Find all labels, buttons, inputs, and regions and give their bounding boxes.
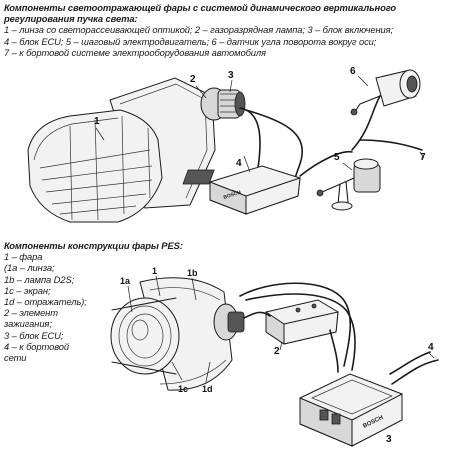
caption-item-line: 1c – экран; — [4, 284, 51, 296]
caption-item-line: зажигания; — [4, 318, 52, 330]
pes-lens — [110, 297, 180, 375]
callout-1a: 1a — [120, 276, 131, 286]
callout-1d: 1d — [202, 384, 213, 394]
pes-ecu-block: BOSCH — [299, 373, 403, 447]
wire — [239, 107, 261, 169]
caption-reflector-headlight: Компоненты светоотражающей фары с систем… — [4, 2, 396, 58]
wire — [329, 329, 339, 373]
callout-2: 2 — [274, 346, 280, 357]
headlight-lens — [27, 109, 163, 223]
wire — [239, 282, 352, 367]
callout-1b: 1b — [187, 268, 198, 278]
wire — [299, 151, 353, 177]
callout-3: 3 — [386, 434, 392, 445]
wire — [351, 95, 381, 151]
caption-item-line: 3 – блок ECU; — [4, 329, 64, 341]
caption-title-line-2: регулирования пучка света: — [4, 13, 138, 25]
ecu-block: BOSCH — [182, 165, 301, 215]
caption-item-line: 2 – элемент — [4, 307, 58, 319]
caption-item-line: 4 – к бортовой — [4, 340, 70, 352]
caption-item-line: 1d – отражатель); — [4, 296, 87, 308]
callout-1: 1 — [152, 266, 158, 276]
caption-title-line-1: Компоненты светоотражающей фары с систем… — [4, 2, 397, 13]
callout-7: 7 — [420, 152, 426, 163]
ignition-element — [265, 299, 339, 345]
caption-pes-headlight: Компоненты конструкции фары PES: 1 – фар… — [4, 240, 183, 363]
callout-4: 4 — [236, 158, 242, 169]
callout-3: 3 — [228, 70, 234, 81]
callout-1: 1 — [94, 116, 100, 127]
wire — [243, 311, 271, 319]
caption-item-line: 4 – блок ECU; 5 – шаговый электродвигате… — [4, 35, 377, 47]
reflector-headlight-assembly — [27, 77, 246, 223]
caption-item-line: сети — [4, 352, 27, 364]
bosch-logo: BOSCH — [223, 189, 242, 200]
callout-6: 6 — [350, 66, 356, 77]
pes-headlight-assembly — [110, 277, 245, 391]
wire — [245, 293, 356, 371]
callout-1c: 1c — [178, 384, 189, 394]
caption-item-line: 1b – лампа D2S; — [4, 273, 75, 285]
wire — [359, 139, 423, 151]
wire — [391, 359, 439, 385]
caption-item-line: 1 – линза со светорассеивающей оптикой; … — [4, 24, 394, 36]
callout-2: 2 — [190, 74, 196, 85]
callout-4: 4 — [428, 342, 434, 353]
caption-item-line: 1 – фара — [4, 251, 43, 263]
wire — [389, 351, 431, 375]
callout-5: 5 — [334, 152, 340, 163]
stepper-motor — [316, 158, 381, 211]
caption-item-line: 7 – к бортовой системе электрооборудован… — [4, 46, 266, 58]
rotation-angle-sensor — [350, 69, 421, 116]
caption-item-line: (1а – линза; — [4, 262, 55, 274]
caption-title: Компоненты конструкции фары PES: — [4, 240, 183, 251]
